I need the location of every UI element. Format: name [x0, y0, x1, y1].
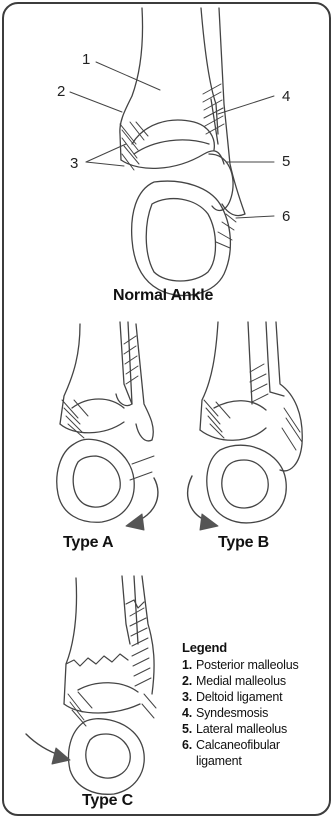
legend-item: ligament	[182, 753, 332, 769]
legend-item-number: 6.	[182, 737, 196, 753]
deltoid-ligament-hatch	[120, 122, 148, 170]
legend-item-label: Calcaneofibular	[196, 737, 280, 753]
legend-item-number: 3.	[182, 689, 196, 705]
legend-item-label: Lateral malleolus	[196, 721, 287, 737]
caption-type-a: Type A	[63, 534, 113, 552]
legend-item: 6.Calcaneofibular	[182, 737, 332, 753]
caption-type-b: Type B	[218, 534, 269, 552]
leader-line-3b	[86, 162, 124, 166]
syndesmosis-hatch	[203, 84, 224, 134]
legend-item: 5.Lateral malleolus	[182, 721, 332, 737]
callout-6: 6	[282, 208, 290, 225]
caption-normal-ankle: Normal Ankle	[113, 287, 213, 305]
type-c-arrowhead	[52, 748, 70, 764]
legend-item-number	[182, 753, 196, 769]
legend-item-number: 5.	[182, 721, 196, 737]
type-a-rotation-arrow	[134, 478, 158, 522]
legend-item: 4.Syndesmosis	[182, 705, 332, 721]
callout-5: 5	[282, 153, 290, 170]
legend-item-number: 4.	[182, 705, 196, 721]
type-b-arrowhead	[200, 514, 218, 530]
leader-line-6	[236, 216, 274, 218]
leader-line-3a	[86, 144, 126, 162]
calcaneofibular-hatch	[216, 214, 236, 248]
type-a-drawing	[57, 322, 158, 530]
callout-3: 3	[70, 155, 78, 172]
legend-item-label: Posterior malleolus	[196, 657, 299, 673]
legend-item: 1.Posterior malleolus	[182, 657, 332, 673]
leader-line-2	[70, 92, 122, 112]
type-a-arrowhead	[126, 514, 144, 530]
legend-item: 3.Deltoid ligament	[182, 689, 332, 705]
legend-item-label: ligament	[196, 753, 242, 769]
legend-item-label: Syndesmosis	[196, 705, 268, 721]
leader-line-1	[96, 62, 160, 90]
callout-4: 4	[282, 88, 290, 105]
normal-ankle-drawing	[70, 8, 274, 295]
type-c-drawing	[26, 576, 156, 794]
legend: Legend 1.Posterior malleolus 2.Medial ma…	[182, 640, 332, 769]
legend-item-label: Medial malleolus	[196, 673, 286, 689]
leader-line-4	[218, 96, 274, 114]
legend-item-label: Deltoid ligament	[196, 689, 282, 705]
caption-type-c: Type C	[82, 792, 133, 810]
legend-item-number: 1.	[182, 657, 196, 673]
legend-item-number: 2.	[182, 673, 196, 689]
callout-1: 1	[82, 51, 90, 68]
callout-2: 2	[57, 83, 65, 100]
legend-item: 2.Medial malleolus	[182, 673, 332, 689]
type-b-drawing	[188, 322, 303, 530]
legend-title: Legend	[182, 640, 332, 656]
